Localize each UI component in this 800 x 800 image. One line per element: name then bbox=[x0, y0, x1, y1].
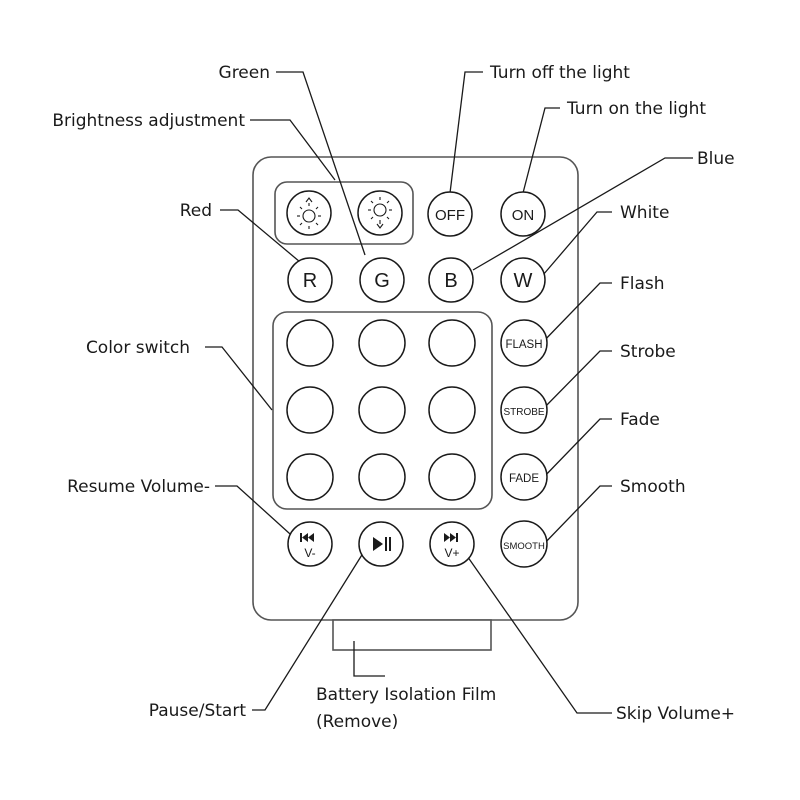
label-blue: Blue bbox=[697, 149, 735, 169]
smooth-button[interactable]: SMOOTH bbox=[500, 520, 548, 568]
color-button-3[interactable] bbox=[428, 319, 476, 367]
white-button[interactable]: W bbox=[500, 257, 546, 303]
label-skip-volume: Skip Volume+ bbox=[616, 704, 735, 724]
sun-up-arrow-icon bbox=[297, 197, 321, 229]
color-buttons bbox=[286, 319, 476, 501]
brightness-up-button[interactable] bbox=[286, 190, 332, 236]
on-button[interactable]: ON bbox=[500, 191, 546, 237]
blue-button-label: B bbox=[444, 270, 457, 292]
strobe-button-label: STROBE bbox=[503, 407, 544, 418]
red-button-label: R bbox=[303, 270, 317, 292]
volume-down-label: V- bbox=[304, 546, 315, 560]
color-button-1[interactable] bbox=[286, 319, 334, 367]
label-pause-start: Pause/Start bbox=[149, 701, 247, 721]
smooth-button-label: SMOOTH bbox=[503, 541, 545, 552]
sun-down-arrow-icon bbox=[368, 197, 392, 229]
color-button-2[interactable] bbox=[358, 319, 406, 367]
color-button-5[interactable] bbox=[358, 386, 406, 434]
leader-lines bbox=[205, 71, 693, 714]
volume-up-label: V+ bbox=[444, 546, 459, 560]
strobe-button[interactable]: STROBE bbox=[500, 386, 548, 434]
play-pause-button[interactable] bbox=[358, 521, 404, 567]
next-volume-up-button[interactable]: V+ bbox=[429, 521, 475, 567]
flash-button-label: FLASH bbox=[505, 339, 542, 351]
previous-volume-down-button[interactable]: V- bbox=[287, 521, 333, 567]
on-button-label: ON bbox=[512, 207, 535, 224]
label-white: White bbox=[620, 203, 669, 223]
red-button[interactable]: R bbox=[287, 257, 333, 303]
callout-labels: Green Turn off the light Brightness adju… bbox=[52, 63, 735, 732]
color-button-6[interactable] bbox=[428, 386, 476, 434]
label-color-switch: Color switch bbox=[86, 338, 190, 358]
brightness-down-button[interactable] bbox=[357, 190, 403, 236]
green-button[interactable]: G bbox=[359, 257, 405, 303]
play-pause-icon bbox=[373, 537, 391, 551]
label-resume-volume: Resume Volume- bbox=[67, 477, 210, 497]
green-button-label: G bbox=[374, 270, 390, 292]
label-battery-film: Battery Isolation Film bbox=[316, 685, 496, 705]
battery-tab bbox=[332, 619, 492, 651]
flash-button[interactable]: FLASH bbox=[500, 319, 548, 367]
label-turn-on: Turn on the light bbox=[566, 99, 706, 119]
fade-button-label: FADE bbox=[509, 473, 539, 485]
label-fade: Fade bbox=[620, 410, 660, 430]
label-green: Green bbox=[219, 63, 270, 83]
color-button-7[interactable] bbox=[286, 453, 334, 501]
color-button-4[interactable] bbox=[286, 386, 334, 434]
fade-button[interactable]: FADE bbox=[500, 453, 548, 501]
label-flash: Flash bbox=[620, 274, 665, 294]
previous-track-icon bbox=[300, 533, 314, 542]
off-button-label: OFF bbox=[435, 207, 465, 224]
label-turn-off: Turn off the light bbox=[489, 63, 630, 83]
white-button-label: W bbox=[514, 270, 533, 292]
off-button[interactable]: OFF bbox=[427, 191, 473, 237]
blue-button[interactable]: B bbox=[428, 257, 474, 303]
color-button-9[interactable] bbox=[428, 453, 476, 501]
label-battery-remove: (Remove) bbox=[316, 712, 398, 732]
label-red: Red bbox=[180, 201, 212, 221]
label-strobe: Strobe bbox=[620, 342, 676, 362]
label-brightness: Brightness adjustment bbox=[52, 111, 245, 131]
next-track-icon bbox=[444, 533, 458, 542]
label-smooth: Smooth bbox=[620, 477, 686, 497]
color-button-8[interactable] bbox=[358, 453, 406, 501]
